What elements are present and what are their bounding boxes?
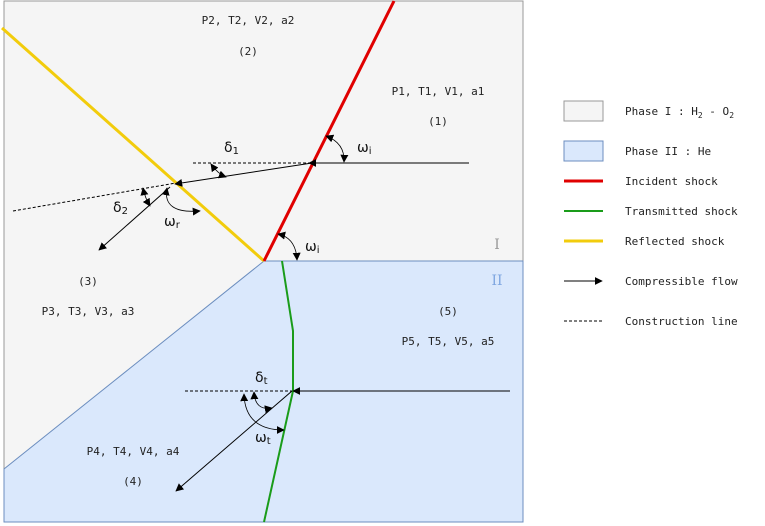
legend-swatch-phase1: [563, 100, 604, 122]
legend-label-reflected: Reflected shock: [625, 235, 725, 248]
flow-arrow-region2: [174, 162, 313, 187]
angle-label-delta-t: δt: [255, 370, 268, 387]
region-5-state: P5, T5, V5, a5: [402, 335, 495, 348]
angle-label-omega-t: ωt: [255, 430, 271, 447]
angle-label-delta-2: δ2: [113, 200, 128, 217]
arc-omega-r: [161, 187, 201, 216]
legend: Phase I : H2 - O2 Phase II : He Incident…: [563, 100, 738, 328]
transmitted-shock-line: [263, 260, 294, 523]
reflected-shock-line: [1, 26, 265, 263]
region-2-number: (2): [238, 45, 258, 58]
flow-arrows: [98, 159, 510, 492]
legend-swatch-phase2: [563, 140, 604, 162]
legend-label-transmitted: Transmitted shock: [625, 205, 738, 218]
phase-one-mark: I: [494, 237, 500, 253]
legend-label-phase2: Phase II : He: [625, 145, 711, 158]
angle-label-omega-r: ωr: [164, 214, 181, 231]
region-1-number: (1): [428, 115, 448, 128]
legend-label-construction: Construction line: [625, 315, 738, 328]
legend-label-incident: Incident shock: [625, 175, 718, 188]
arc-omega-t: [240, 393, 285, 434]
region-2-state: P2, T2, V2, a2: [202, 14, 295, 27]
flow-arrow-region3: [98, 186, 171, 251]
region-3-state: P3, T3, V3, a3: [42, 305, 135, 318]
angle-label-omega-i-lower: ωi: [305, 239, 320, 256]
region-3-number: (3): [78, 275, 98, 288]
arc-omega-i-upper: [325, 134, 349, 163]
region-4-state: P4, T4, V4, a4: [87, 445, 180, 458]
legend-label-phase1: Phase I : H2 - O2: [625, 105, 734, 120]
region-4-number: (4): [123, 475, 143, 488]
legend-label-flow: Compressible flow: [625, 275, 738, 288]
incident-shock-line: [262, 0, 396, 262]
region-5-number: (5): [438, 305, 458, 318]
arc-delta-2: [140, 187, 151, 207]
angle-label-omega-i-upper: ωi: [357, 140, 372, 157]
angle-arcs: [140, 134, 349, 434]
region-1-state: P1, T1, V1, a1: [392, 85, 485, 98]
angle-label-delta-1: δ1: [224, 140, 239, 157]
phase-two-mark: II: [491, 273, 502, 289]
arc-delta-1: [210, 163, 227, 179]
arc-omega-i-lower: [277, 231, 301, 261]
